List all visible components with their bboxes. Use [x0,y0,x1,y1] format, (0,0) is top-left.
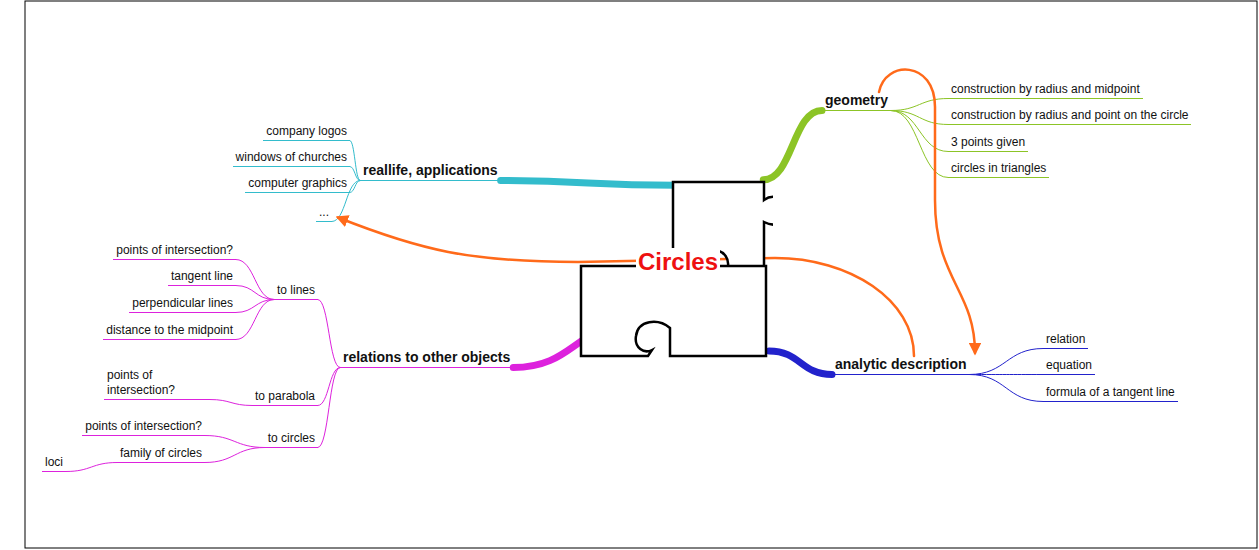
topic-text: analytic description [835,356,966,373]
branch-line [891,111,948,152]
branch-topic: geometry [822,92,891,111]
leaf-topic: ... [316,205,332,222]
topic-text: 3 points given [951,135,1025,150]
leaf-topic: formula of a tangent line [1043,385,1178,402]
branch-line [205,436,265,448]
topic-text: loci [45,455,63,470]
topic-text: to circles [268,431,315,446]
topic-text: points of intersection? [85,419,202,434]
leaf-topic: to lines [274,283,318,300]
topic-text: points of intersection? [116,243,233,258]
topic-text: Circles [636,248,720,276]
branch-topic: relations to other objects [340,349,513,368]
leaf-topic: perpendicular lines [129,296,236,313]
topic-text: reallife, applications [363,162,498,179]
branch-line [318,368,340,406]
branch-line [350,167,360,181]
topic-text: construction by radius and point on the … [951,108,1188,123]
leaf-topic: construction by radius and point on the … [948,108,1191,125]
leaf-topic: company logos [263,124,350,141]
topic-text: ... [319,205,329,220]
branch-line [210,400,252,406]
branch-line [318,368,340,448]
branch-line [891,111,948,178]
branch-line [318,300,340,368]
leaf-topic: loci [42,455,66,472]
branch-line [350,141,360,181]
branch-line [66,463,117,472]
topic-text: equation [1046,358,1092,373]
topic-text: to lines [277,283,315,298]
topic-text: points of intersection? [107,368,207,398]
branch-line [763,111,822,180]
leaf-topic: relation [1043,332,1088,349]
leaf-topic: family of circles [117,446,205,463]
central-topic: Circles [578,178,773,360]
branch-line [501,181,676,186]
topic-text: distance to the midpoint [106,323,233,338]
branch-line [236,286,274,300]
topic-text: company logos [266,124,347,139]
topic-text: relation [1046,332,1085,347]
topic-text: computer graphics [248,176,347,191]
branch-line [769,351,832,375]
leaf-topic: construction by radius and midpoint [948,82,1143,99]
branch-topic: analytic description [832,356,969,375]
leaf-topic: windows of churches [233,150,350,167]
topic-text: circles in triangles [951,161,1046,176]
topic-text: relations to other objects [343,349,510,366]
leaf-topic: 3 points given [948,135,1028,152]
leaf-topic: points of intersection? [113,243,236,260]
branch-line [891,99,948,111]
branch-topic: reallife, applications [360,162,501,181]
branch-line [205,448,265,463]
leaf-topic: to circles [265,431,318,448]
topic-text: tangent line [171,269,233,284]
topic-text: to parabola [255,389,315,404]
branch-line [236,260,274,300]
puzzle-piece [581,182,773,356]
border-frame [25,1,1257,548]
branch-line [969,375,1043,402]
topic-text: windows of churches [236,150,347,165]
leaf-topic: to parabola [252,389,318,406]
topic-text: formula of a tangent line [1046,385,1175,400]
topic-text: construction by radius and midpoint [951,82,1140,97]
topic-text: perpendicular lines [132,296,233,311]
leaf-topic: computer graphics [245,176,350,193]
branch-line [236,300,274,340]
branch-line [969,349,1043,375]
topic-text: family of circles [120,446,202,461]
leaf-topic: circles in triangles [948,161,1049,178]
leaf-topic: equation [1043,358,1095,375]
leaf-topic: tangent line [168,269,236,286]
leaf-topic: distance to the midpoint [103,323,236,340]
leaf-topic: points of intersection? [104,368,210,400]
topic-text: geometry [825,92,888,109]
leaf-topic: points of intersection? [82,419,205,436]
branch-line [969,374,1043,375]
